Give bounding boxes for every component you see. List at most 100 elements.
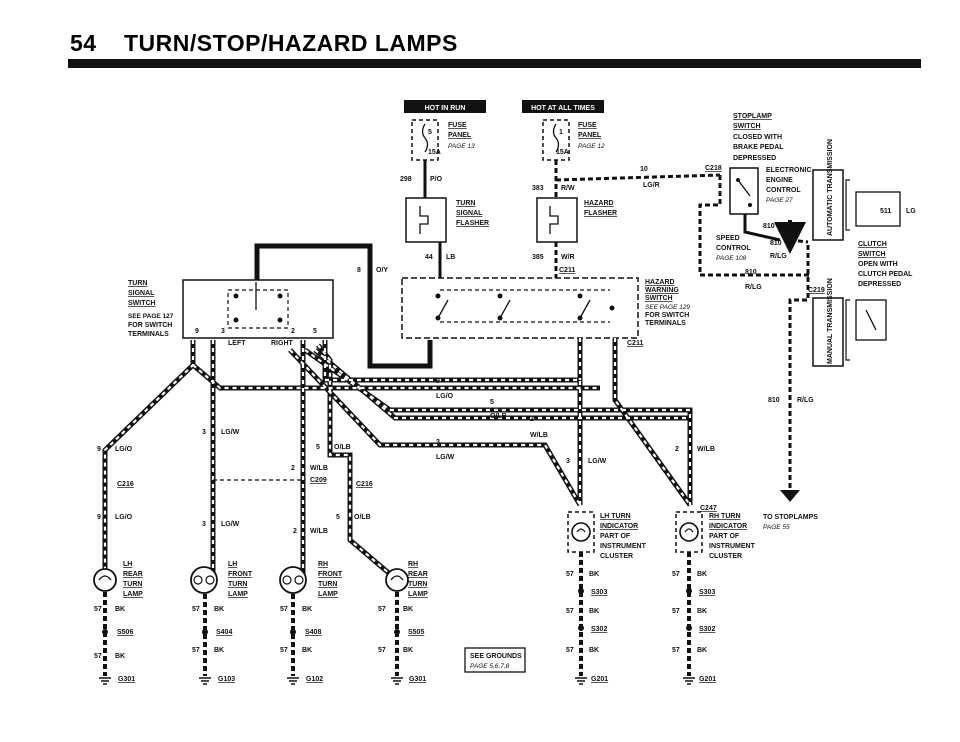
rh-rear-l4: LAMP: [408, 591, 428, 598]
ts-pin-9: 9: [195, 328, 199, 335]
fuse-run-label-2: PANEL: [448, 132, 472, 139]
hot-in-run-label: HOT IN RUN: [425, 105, 466, 112]
lh-rear-l2: REAR: [123, 571, 143, 578]
clutch-label-3: OPEN WITH: [858, 261, 898, 268]
see-grounds-l2: PAGE 5,6,7,8: [470, 663, 510, 670]
fuse-run-amp: 15A: [428, 149, 441, 156]
wire-9-c: 9: [97, 514, 101, 521]
eec-label-1: ELECTRONIC: [766, 167, 812, 174]
stoplamp-label-3: CLOSED WITH: [733, 134, 782, 141]
bk-6b: BK: [697, 608, 707, 615]
ground-g301-b: G301: [409, 676, 426, 683]
wire-rlg-d: R/LG: [797, 397, 814, 404]
lh-front-l2: FRONT: [228, 571, 253, 578]
lh-ind-l3: PART OF: [600, 533, 631, 540]
wire-9-b: 9: [97, 446, 101, 453]
wire-wr: W/R: [561, 254, 575, 261]
connector-c211-bottom: C211: [627, 340, 643, 347]
w57-6b: 57: [672, 608, 680, 615]
stoplamp-label-1: STOPLAMP: [733, 113, 772, 120]
w57-1b: 57: [94, 653, 102, 660]
wire-lgw-d: LG/W: [588, 458, 607, 465]
ground-g201-a: G201: [591, 676, 608, 683]
clutch-label-2: SWITCH: [858, 251, 886, 258]
turn-switch-ref-3: TERMINALS: [128, 331, 169, 338]
wire-lgw-a: LG/W: [436, 454, 455, 461]
ts-right-label: RIGHT: [271, 340, 294, 347]
wire-9-a: 9: [436, 378, 440, 385]
w57-4b: 57: [378, 647, 386, 654]
wire-511: 511: [880, 208, 891, 215]
splice-s505: S505: [408, 629, 424, 636]
wire-385: 385: [532, 254, 544, 261]
w57-2b: 57: [192, 647, 200, 654]
wire-olb-c: O/LB: [354, 514, 371, 521]
ground-g102: G102: [306, 676, 323, 683]
wire-2-b: 2: [291, 465, 295, 472]
clutch-label-1: CLUTCH: [858, 241, 887, 248]
ground-g201-b: G201: [699, 676, 716, 683]
wire-2-d: 2: [675, 446, 679, 453]
wire-810-c: 810: [745, 269, 757, 276]
wire-3-c: 3: [202, 521, 206, 528]
rh-front-l4: LAMP: [318, 591, 338, 598]
bk-2a: BK: [214, 606, 224, 613]
to-stoplamps-label: TO STOPLAMPS: [763, 514, 818, 521]
fuse-all-label-2: PANEL: [578, 132, 602, 139]
fuse-all-label-1: FUSE: [578, 122, 597, 129]
hazard-flasher-label-1: HAZARD: [584, 200, 614, 207]
header-rule: [68, 59, 921, 68]
wire-lgr: LG/R: [643, 182, 660, 189]
wire-lb: LB: [446, 254, 455, 261]
rh-ind-l1: RH TURN: [709, 513, 741, 520]
bk-2b: BK: [214, 647, 224, 654]
splice-s302-a: S302: [591, 626, 607, 633]
wire-10: 10: [640, 166, 648, 173]
automatic-transmission: AUTOMATIC TRANSMISSION 511 LG: [812, 139, 916, 241]
splice-dots: [102, 588, 692, 635]
see-grounds-l1: SEE GROUNDS: [470, 653, 522, 660]
ts-pin-5: 5: [313, 328, 317, 335]
fuse-all-amp: 15A: [556, 149, 569, 156]
rh-ind-l4: INSTRUMENT: [709, 543, 756, 550]
w57-6c: 57: [672, 647, 680, 654]
fuse-all-pin: 1: [559, 129, 563, 136]
bk-1a: BK: [115, 606, 125, 613]
turn-signal-switch: 9 3 2 5 LEFT RIGHT: [182, 279, 334, 347]
clutch-label-5: DEPRESSED: [858, 281, 901, 288]
turn-flasher-label-2: SIGNAL: [456, 210, 483, 217]
lh-turn-indicator: LH TURN INDICATOR PART OF INSTRUMENT CLU…: [567, 511, 647, 560]
ground-g103: G103: [218, 676, 235, 683]
turn-signal-flasher: TURN SIGNAL FLASHER: [405, 197, 489, 243]
hazard-warning-switch: HAZARD WARNING SWITCH SEE PAGE 129 FOR S…: [401, 277, 690, 339]
harness-stripes: [103, 338, 692, 581]
ts-left-label: LEFT: [228, 340, 246, 347]
wire-olb-a: O/LB: [490, 413, 507, 420]
wire-810-a: 810: [763, 223, 775, 230]
bk-5a: BK: [589, 571, 599, 578]
connector-c247: C247: [700, 505, 717, 512]
hazard-switch-label-3: SWITCH: [645, 295, 673, 302]
hot-in-run-badge: [404, 100, 486, 113]
bk-5b: BK: [589, 608, 599, 615]
wire-3-d: 3: [566, 458, 570, 465]
wire-3-a: 3: [436, 439, 440, 446]
bk-3b: BK: [302, 647, 312, 654]
lh-front-turn-lamp: LH FRONT TURN LAMP: [190, 561, 253, 598]
w57-6a: 57: [672, 571, 680, 578]
rh-rear-l2: REAR: [408, 571, 428, 578]
wire-wlb-b: W/LB: [310, 465, 328, 472]
lh-ind-l2: INDICATOR: [600, 523, 638, 530]
fuse-run-label-1: FUSE: [448, 122, 467, 129]
w57-5b: 57: [566, 608, 574, 615]
wire-298: 298: [400, 176, 412, 183]
bk-3a: BK: [302, 606, 312, 613]
stoplamp-label-5: DEPRESSED: [733, 155, 776, 162]
eec-label-4: PAGE 27: [766, 197, 793, 204]
rh-front-l1: RH: [318, 561, 328, 568]
wire-44: 44: [425, 254, 433, 261]
clutch-label-4: CLUTCH PEDAL: [858, 271, 913, 278]
wire-rlg-a: R/LG: [785, 223, 802, 230]
rh-ind-l5: CLUSTER: [709, 553, 742, 560]
lh-front-l1: LH: [228, 561, 237, 568]
